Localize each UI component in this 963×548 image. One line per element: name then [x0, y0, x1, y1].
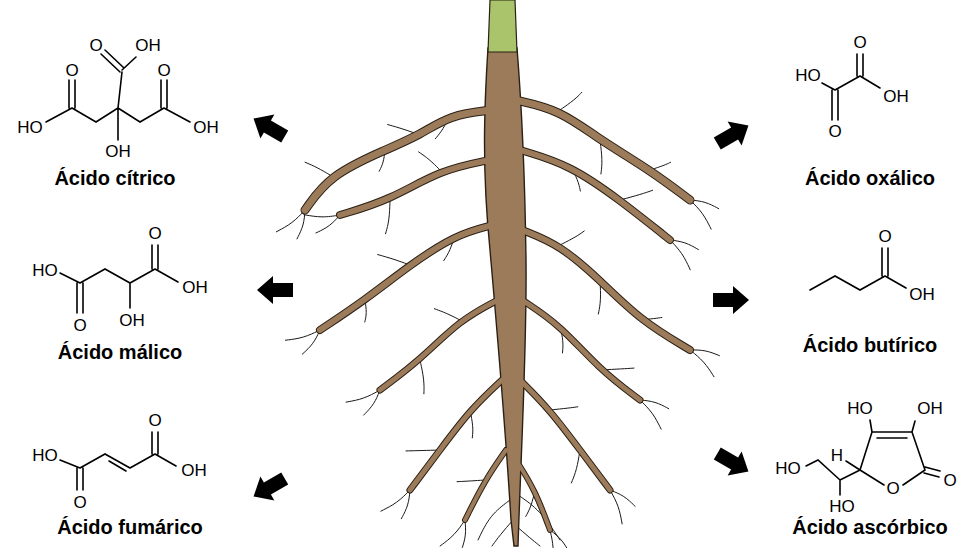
stem [488, 0, 517, 52]
fine-root [304, 215, 340, 217]
compound-name: Ácido málico [58, 342, 182, 362]
atom-label: OH [182, 279, 208, 296]
compound-name: Ácido ascórbico [792, 517, 948, 537]
lateral-root [522, 230, 690, 350]
atom-label: OH [181, 462, 207, 479]
lateral-root-outline [520, 150, 670, 240]
lateral-root [520, 380, 610, 490]
fine-root [478, 500, 510, 540]
fine-root [419, 152, 440, 170]
fine-root [457, 480, 485, 482]
fine-root [492, 520, 513, 546]
arrow-symbol [247, 106, 292, 148]
atom-label: OH [105, 143, 131, 160]
atom-label: OH [135, 37, 161, 54]
atom-label: HO [775, 460, 801, 477]
bond-lines [806, 420, 940, 495]
atom-label: OH [193, 119, 219, 136]
atom-label: O [148, 412, 161, 429]
compound-name: Ácido cítrico [54, 168, 175, 188]
atom-label: HO [32, 447, 58, 464]
fine-root [610, 490, 635, 506]
lateral-root-outline [520, 380, 610, 490]
atom-label: HO [847, 400, 873, 417]
lateral-root-outline [380, 300, 498, 390]
fine-root [620, 190, 653, 200]
atom-label: O [157, 62, 170, 79]
atom-label: OH [119, 312, 145, 329]
atom-label: O [943, 472, 956, 489]
fine-root [420, 360, 424, 394]
arrow-symbol [710, 113, 755, 155]
fine-root [571, 450, 580, 483]
atom-label: O [148, 225, 161, 242]
lateral-root [320, 225, 493, 330]
compound-name: Ácido fumárico [57, 517, 203, 537]
fine-root [690, 200, 711, 229]
atom-label: HO [17, 119, 43, 136]
fine-root [560, 92, 582, 110]
fine-root [640, 400, 661, 429]
fine-root [560, 231, 584, 245]
fine-root [386, 200, 390, 234]
arrow-symbol [713, 286, 749, 314]
atom-label: HO [829, 498, 855, 515]
fine-root [346, 390, 380, 402]
arrow-symbol [247, 466, 292, 508]
structural-formulas [46, 50, 940, 495]
atom-label: O [89, 37, 102, 54]
lateral-root [520, 150, 670, 240]
atom-label: OH [909, 286, 935, 303]
fine-root [378, 255, 410, 265]
arrow-symbol [710, 441, 755, 483]
atom-label: O [65, 62, 78, 79]
lateral-root-outline [340, 160, 490, 215]
atom-label: O [73, 317, 86, 334]
compound-name: Ácido oxálico [805, 168, 935, 188]
atom-label: OH [917, 400, 943, 417]
fine-root [690, 350, 714, 377]
root-drawing [276, 0, 719, 548]
fine-root [690, 350, 719, 356]
fine-root [305, 162, 330, 175]
bond-lines [60, 245, 178, 313]
lateral-root-outline [465, 450, 506, 520]
lateral-root [380, 300, 498, 390]
bond-lines [46, 50, 190, 140]
atom-label: H [831, 447, 843, 464]
fine-root [434, 309, 460, 320]
fine-root [276, 210, 305, 232]
bond-lines [810, 248, 906, 290]
atom-label: HO [795, 67, 821, 84]
fine-root [670, 240, 690, 270]
fine-root [440, 520, 465, 546]
atom-label: O [73, 494, 86, 511]
bond-lines [822, 54, 880, 120]
atom-label: HO [32, 262, 58, 279]
atom-label: O [853, 34, 866, 51]
lateral-root-outline [522, 300, 640, 400]
fine-root [381, 490, 410, 511]
fine-root [285, 330, 320, 340]
bond-lines [60, 432, 176, 490]
lateral-root-outline [522, 230, 690, 350]
arrow-symbol [257, 276, 293, 304]
fine-root [316, 215, 340, 233]
fine-root [550, 407, 578, 410]
atom-label: OH [883, 88, 909, 105]
fine-root [364, 390, 380, 415]
compound-name: Ácido butírico [803, 335, 937, 355]
atom-label: O [878, 228, 891, 245]
lateral-root [522, 300, 640, 400]
lateral-root-outline [516, 460, 550, 530]
lateral-root [516, 460, 550, 530]
atom-label: O [828, 123, 841, 140]
lateral-root [465, 450, 506, 520]
arrows [247, 106, 756, 508]
fine-root [610, 490, 622, 524]
atom-label: O [886, 480, 899, 497]
lateral-root [340, 160, 490, 215]
